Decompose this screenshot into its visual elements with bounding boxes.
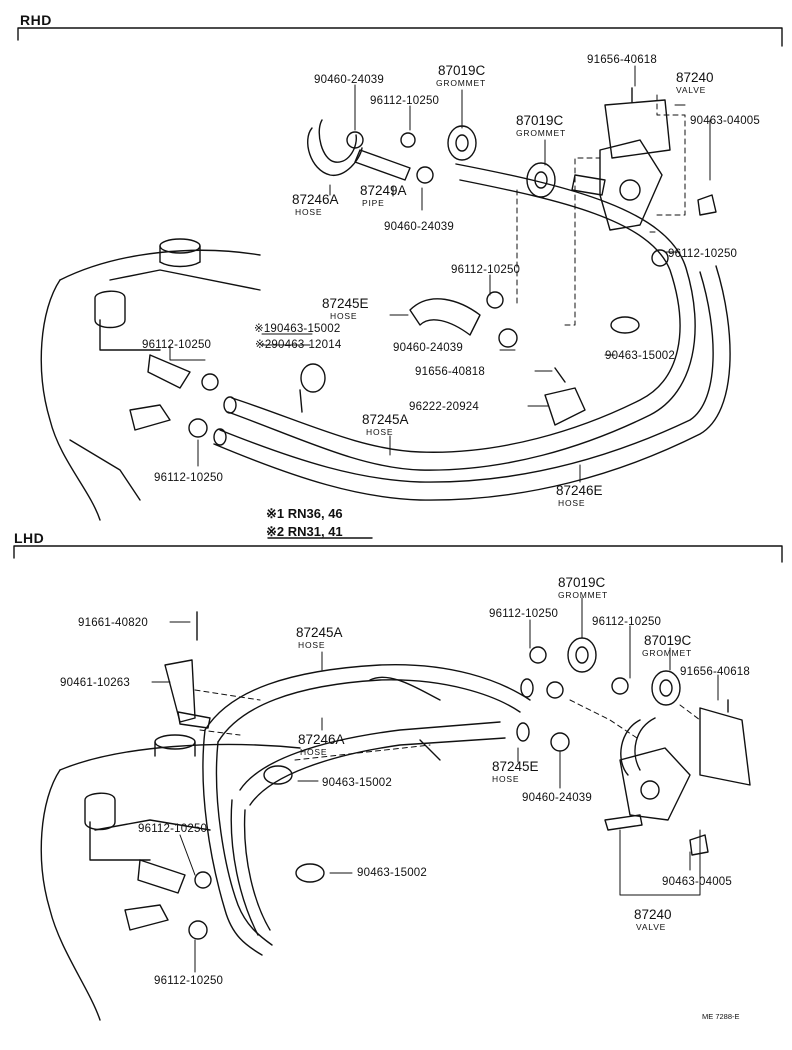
part-number-label: 90463-04005 xyxy=(690,115,760,127)
lhd-clamps xyxy=(164,611,681,940)
lhd-dashed-leaders xyxy=(194,689,701,761)
part-number-label: 90460-24039 xyxy=(384,221,454,233)
part-number-label: 87245A xyxy=(296,625,343,640)
part-name-label: HOSE xyxy=(300,747,328,757)
part-number-label: 96112-10250 xyxy=(668,248,738,260)
part-number-label: 87019C xyxy=(516,113,564,128)
part-number-label: 87246E xyxy=(556,483,603,498)
part-number-label: 91656-40618 xyxy=(587,54,657,66)
part-number-label: 91656-40818 xyxy=(415,366,485,378)
rhd-dashed-leaders xyxy=(516,94,686,326)
part-name-label: GROMMET xyxy=(558,590,608,600)
part-number-label: 90463-15002 xyxy=(357,867,427,879)
rhd-leader-lines xyxy=(169,65,711,483)
part-name-label: GROMMET xyxy=(642,648,692,658)
lhd-valve xyxy=(604,699,751,856)
part-number-label: ※190463-15002 xyxy=(254,323,341,335)
part-number-label: 96112-10250 xyxy=(451,264,521,276)
part-number-label: 87249A xyxy=(360,183,407,198)
part-number-label: 90463-15002 xyxy=(322,777,392,789)
part-number-label: 96112-10250 xyxy=(489,608,559,620)
part-name-label: HOSE xyxy=(330,311,358,321)
part-name-label: GROMMET xyxy=(516,128,566,138)
rhd-valve xyxy=(571,87,717,231)
footnote-1: ※1 RN36, 46 xyxy=(266,506,343,521)
part-number-label: 90463-04005 xyxy=(662,876,732,888)
part-number-label: 87019C xyxy=(438,63,486,78)
drawing-code: ME 7288-E xyxy=(702,1012,740,1021)
part-number-label: 96112-10250 xyxy=(154,472,224,484)
part-name-label: HOSE xyxy=(298,640,326,650)
part-number-label: 91661-40820 xyxy=(78,617,148,629)
part-number-label: 87246A xyxy=(298,732,345,747)
rhd-clamps xyxy=(188,125,669,438)
section-title-lhd: LHD xyxy=(14,530,45,546)
rhd-hoses xyxy=(213,119,731,501)
part-number-label: 87245A xyxy=(362,412,409,427)
part-number-label: 90461-10263 xyxy=(60,677,130,689)
part-number-label: 90463-15002 xyxy=(605,350,675,362)
part-number-label: 96112-10250 xyxy=(154,975,224,987)
part-name-label: PIPE xyxy=(362,198,385,208)
part-number-label: 87019C xyxy=(644,633,692,648)
part-number-label: 96112-10250 xyxy=(370,95,440,107)
part-number-label: 96112-10250 xyxy=(142,339,212,351)
part-name-label: HOSE xyxy=(295,207,323,217)
part-number-label: 87240 xyxy=(676,70,714,85)
part-number-label: 90460-24039 xyxy=(522,792,592,804)
part-number-label: 87246A xyxy=(292,192,339,207)
part-name-label: VALVE xyxy=(676,85,707,95)
part-number-label: 90460-24039 xyxy=(314,74,384,86)
part-name-label: HOSE xyxy=(558,498,586,508)
part-name-label: HOSE xyxy=(492,774,520,784)
part-number-label: 91656-40618 xyxy=(680,666,750,678)
part-number-label: 87245E xyxy=(492,759,539,774)
part-number-label: 96112-10250 xyxy=(138,823,208,835)
rhd-engine-outline xyxy=(40,238,261,521)
part-number-label: 87019C xyxy=(558,575,606,590)
part-name-label: HOSE xyxy=(366,427,394,437)
footnote-2: ※2 RN31, 41 xyxy=(266,524,343,539)
part-number-label: 96112-10250 xyxy=(592,616,662,628)
part-name-label: GROMMET xyxy=(436,78,486,88)
section-title-rhd: RHD xyxy=(20,12,52,28)
part-number-label: ※290463-12014 xyxy=(255,339,342,351)
part-name-label: VALVE xyxy=(636,922,667,932)
part-number-label: 87240 xyxy=(634,907,672,922)
part-number-label: 96222-20924 xyxy=(409,401,479,413)
lhd-hoses xyxy=(202,663,656,956)
lhd-engine-outline xyxy=(40,734,441,1021)
lhd-leader-lines xyxy=(151,597,719,973)
part-number-label: 87245E xyxy=(322,296,369,311)
part-number-label: 90460-24039 xyxy=(393,342,463,354)
